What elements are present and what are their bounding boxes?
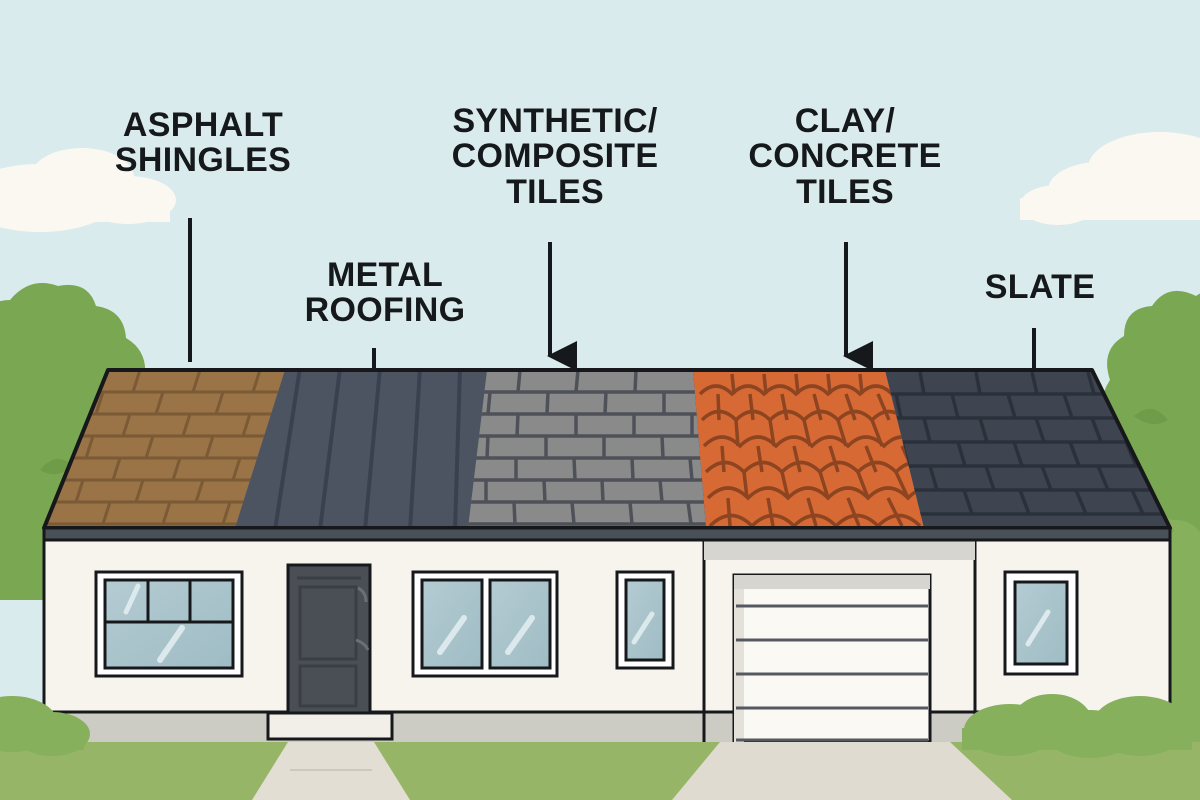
cloud-left [0,148,176,232]
label-metal-roofing: METAL ROOFING [304,256,466,330]
door-stoop [266,711,394,741]
window-right [1003,570,1079,676]
label-slate: SLATE [984,268,1096,306]
window-narrow [615,570,675,670]
bush-right [962,694,1192,758]
label-synthetic-composite-tiles: SYNTHETIC/ COMPOSITE TILES [451,102,659,211]
roof-fascia [42,526,1172,542]
label-clay-concrete-tiles: CLAY/ CONCRETE TILES [748,102,942,211]
window-left [94,570,244,678]
roof-section-synthetic [468,370,706,528]
cloud-right [1020,132,1200,225]
roof-section-clay [693,370,924,528]
label-asphalt-shingles: ASPHALT SHINGLES [114,106,292,180]
garage-door[interactable] [732,573,932,744]
driveway [672,742,1012,800]
window-center [411,570,559,678]
bush-left [0,696,90,756]
roof-section-metal [235,370,487,528]
front-door[interactable] [286,563,372,715]
roof-section-slate [885,370,1170,528]
